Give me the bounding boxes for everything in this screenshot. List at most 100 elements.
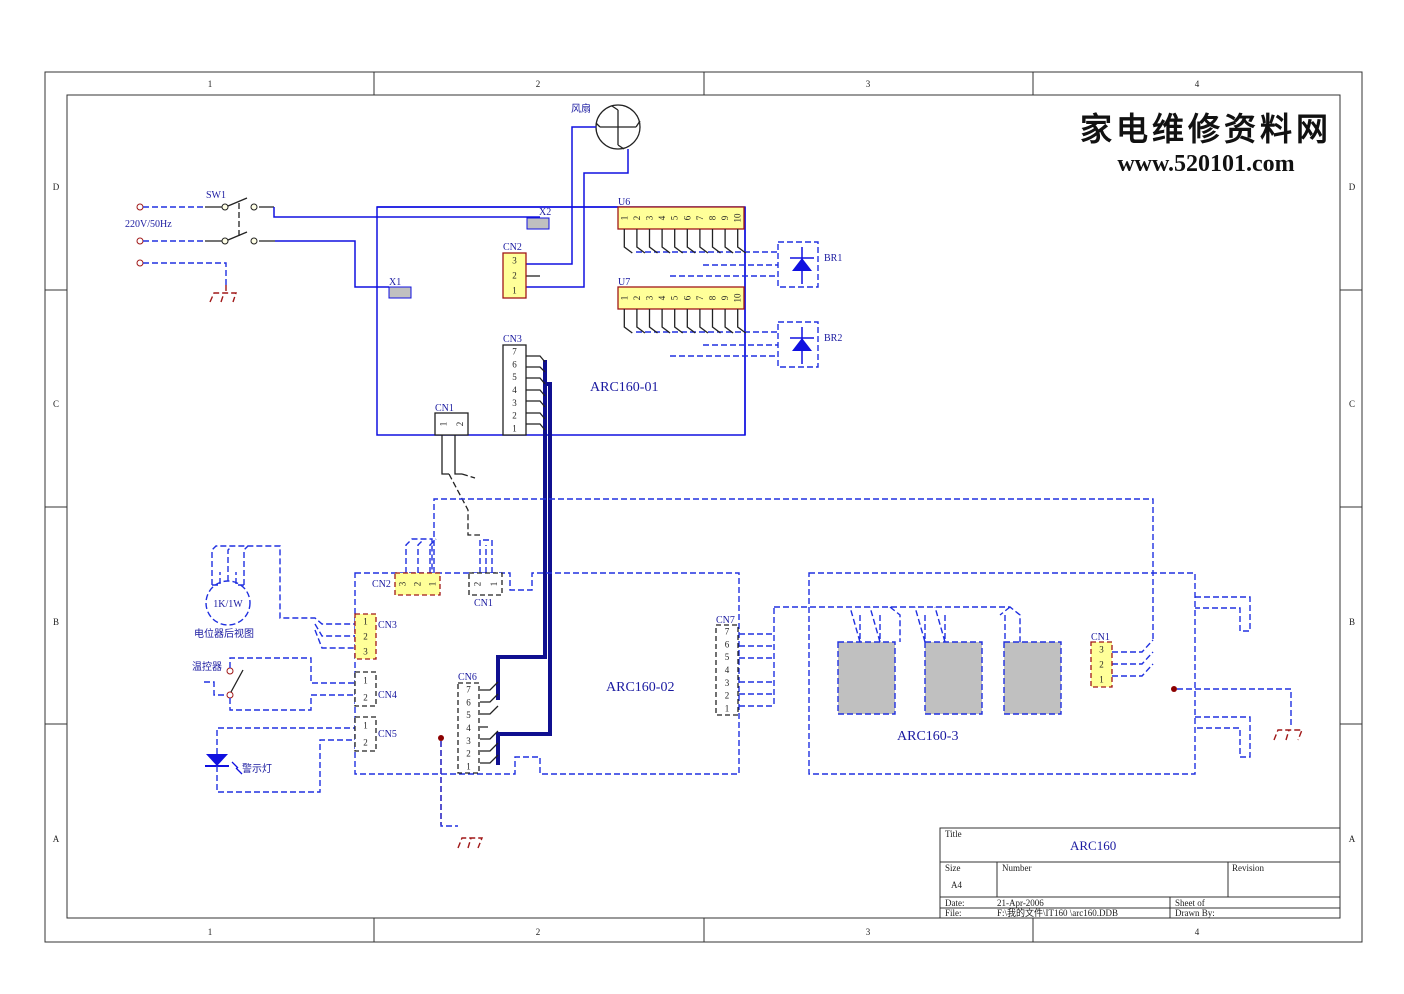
heatsink-module	[1003, 641, 1062, 715]
pin-number: 8	[708, 295, 718, 300]
pin-number: 9	[720, 295, 730, 300]
pin-number: 10	[733, 213, 743, 223]
connector-label: CN6	[458, 672, 477, 683]
connector-label: CN7	[716, 615, 735, 626]
title-label: Title	[945, 829, 962, 839]
pin-number: 1	[428, 582, 438, 587]
size-label: Size	[945, 863, 961, 873]
pin-number: 4	[466, 723, 471, 733]
pin-number: 5	[725, 652, 730, 662]
column-label: 3	[866, 927, 871, 937]
pin-number: 2	[363, 632, 368, 642]
row-label: D	[1349, 182, 1356, 192]
pin-number: 5	[670, 215, 680, 220]
pin-number: 2	[413, 582, 423, 587]
connector-label: CN3	[378, 620, 397, 631]
pin-number: 4	[657, 215, 667, 220]
fan-label: 风扇	[571, 102, 591, 115]
board-arc160-3: ARC160-3	[808, 572, 1304, 775]
pin-number: 3	[645, 295, 655, 300]
pin-number: 2	[363, 693, 368, 703]
pin-number: 2	[472, 582, 482, 587]
connector-label: CN1	[474, 598, 493, 609]
peripherals: 1K/1W 电位器后视图 温控器 警示灯	[192, 545, 355, 793]
pin-number: 1	[619, 216, 629, 221]
pin-number: 6	[725, 639, 730, 649]
revision-label: Revision	[1232, 863, 1265, 873]
pin-number: 2	[363, 738, 368, 748]
pin-number: 2	[632, 216, 642, 221]
connector-label: CN2	[503, 242, 522, 253]
pin-number: 4	[725, 665, 730, 675]
pin-number: 5	[466, 710, 471, 720]
pin-number: 4	[657, 295, 667, 300]
connector-board1-cn2: CN2 3 2 1	[502, 242, 527, 299]
pin-number: 1	[619, 296, 629, 301]
x1-label: X1	[389, 277, 401, 288]
pin-number: 1	[438, 422, 448, 427]
logo-url: www.520101.com	[1117, 151, 1294, 177]
watermark-logo: 家电维修资料网 www.520101.com	[1080, 104, 1330, 180]
connector-label: CN3	[503, 334, 522, 345]
row-label: B	[53, 617, 59, 627]
column-label: 4	[1195, 927, 1200, 937]
column-label: 2	[536, 927, 541, 937]
pin-number: 1	[725, 704, 730, 714]
pin-number: 7	[512, 346, 517, 356]
board-arc160-01: X1 X2 ARC160-01 风扇 BR1 BR2	[376, 102, 842, 765]
connector-label: U7	[618, 277, 630, 288]
pin-number: 10	[733, 293, 743, 303]
sheet-frame: 1 2 3 4 1 2 3 4 D C B A D C B A	[44, 71, 1363, 943]
pin-number: 7	[695, 295, 705, 300]
pin-number: 4	[512, 385, 517, 395]
board1-name: ARC160-01	[590, 380, 658, 395]
row-label: A	[53, 834, 60, 844]
pin-number: 1	[363, 721, 368, 731]
pin-number: 2	[512, 271, 517, 281]
pin-number: 1	[1099, 675, 1104, 685]
x2-label: X2	[539, 207, 551, 218]
heatsink-module	[924, 641, 983, 715]
pin-number: 6	[682, 295, 692, 300]
date-value: 21-Apr-2006	[997, 898, 1044, 908]
column-label: 1	[208, 927, 213, 937]
pin-number: 3	[512, 398, 517, 408]
thermostat-label: 温控器	[192, 660, 222, 673]
lamp-label: 警示灯	[242, 762, 272, 775]
pin-number: 2	[725, 691, 730, 701]
pin-number: 9	[720, 215, 730, 220]
pin-number: 7	[466, 684, 471, 694]
pin-number: 3	[645, 215, 655, 220]
column-label: 1	[208, 79, 213, 89]
pin-number: 2	[632, 296, 642, 301]
row-label: C	[1349, 399, 1355, 409]
connector-label: CN4	[378, 690, 397, 701]
column-label: 3	[866, 79, 871, 89]
connector-label: CN1	[435, 403, 454, 414]
br1-label: BR1	[824, 253, 842, 264]
pin-number: 5	[670, 295, 680, 300]
connector-label: U6	[618, 197, 630, 208]
board2-name: ARC160-02	[606, 680, 674, 695]
pin-number: 1	[512, 286, 517, 296]
pin-number: 3	[363, 647, 368, 657]
pin-number: 3	[512, 256, 517, 266]
file-label: File:	[945, 908, 962, 918]
number-label: Number	[1002, 863, 1032, 873]
row-label: A	[1349, 834, 1356, 844]
pin-number: 1	[466, 762, 471, 772]
pin-number: 6	[682, 215, 692, 220]
pot-label: 电位器后视图	[194, 627, 254, 640]
pin-number: 3	[398, 581, 408, 586]
pin-number: 2	[466, 749, 471, 759]
pin-number: 1	[363, 617, 368, 627]
